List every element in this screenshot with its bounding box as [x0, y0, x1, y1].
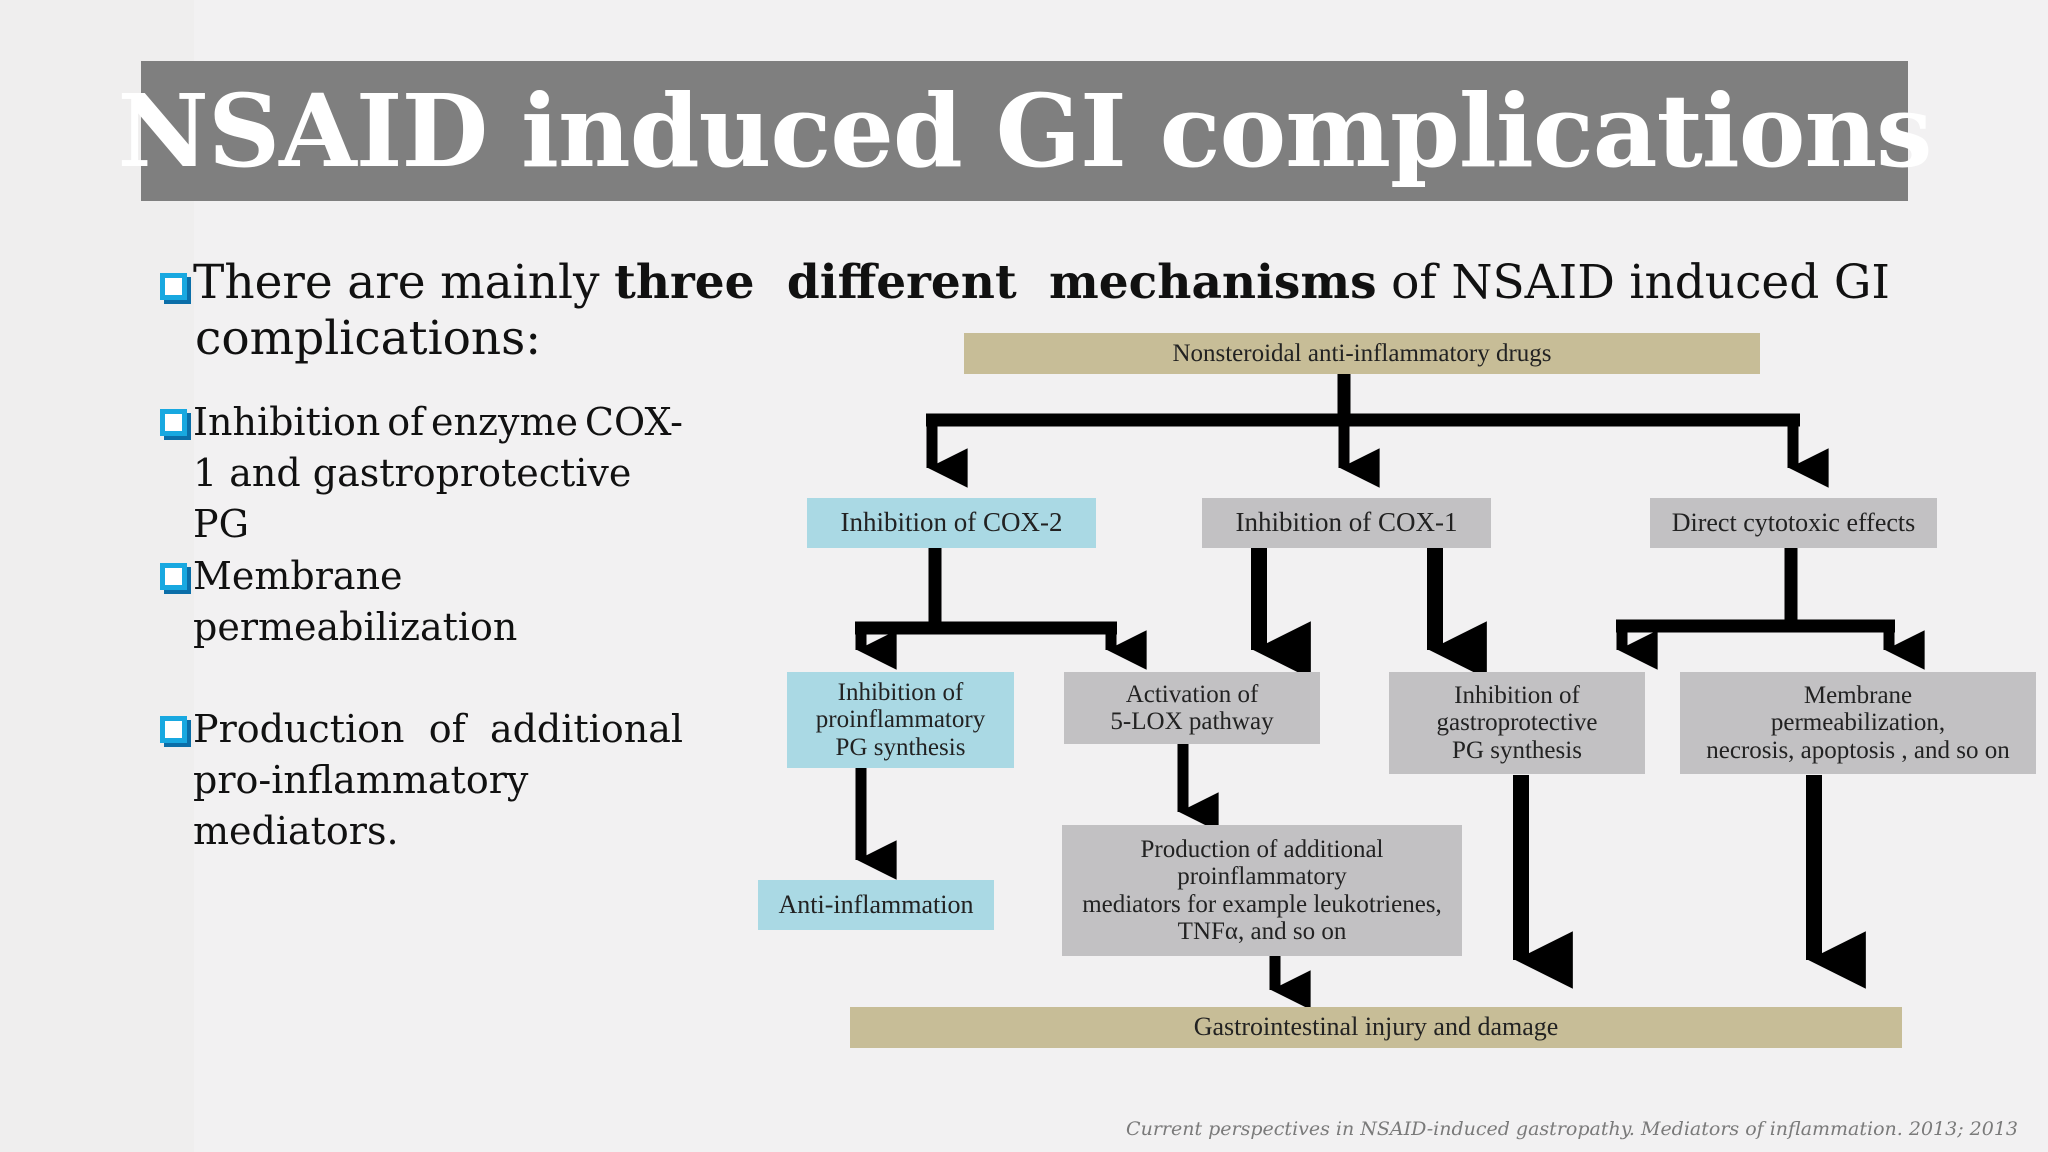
box-proinflam-pg: Inhibition of proinflammatory PG synthes…	[787, 672, 1014, 768]
box-label-line: Production of additional	[1140, 835, 1384, 863]
box-label-line: mediators for example leukotrienes,	[1082, 890, 1442, 918]
box-cox2: Inhibition of COX-2	[807, 498, 1096, 548]
bullet-line-words: Production of additional	[193, 704, 683, 755]
box-label: Inhibition of COX-2	[840, 507, 1063, 538]
bullet-item-production: Production of additional pro-inflammator…	[160, 704, 683, 857]
checkbox-bullet-icon	[160, 563, 187, 590]
box-label-line: PG synthesis	[1452, 736, 1582, 764]
box-label-line: permeabilization,	[1770, 709, 1946, 737]
intro-emphasis: three different mechanisms	[614, 255, 1377, 310]
intro-word: There	[193, 255, 333, 310]
box-production: Production of additional proinflammatory…	[1062, 825, 1462, 956]
box-label-line: Inhibition of	[1454, 681, 1580, 709]
checkbox-bullet-icon	[160, 716, 187, 743]
box-label-line: gastroprotective	[1436, 709, 1598, 737]
intro-word: GI	[1833, 255, 1890, 310]
box-gastro-pg: Inhibition of gastroprotective PG synthe…	[1389, 672, 1645, 774]
box-label-line: TNFα, and so on	[1177, 918, 1347, 945]
box-label-line: Inhibition of	[837, 678, 964, 706]
intro-line-2: complications:	[195, 311, 542, 366]
bullet-item-cox1: Inhibition of enzyme COX- 1 and gastropr…	[160, 397, 683, 550]
box-label-line: proinflammatory	[1177, 863, 1347, 890]
intro-paragraph: There are mainly three different mechani…	[160, 255, 1890, 367]
box-label: Inhibition of COX-1	[1235, 507, 1458, 538]
intro-word: induced	[1629, 255, 1820, 310]
citation: Current perspectives in NSAID-induced ga…	[1126, 1118, 2018, 1140]
box-cytotoxic: Direct cytotoxic effects	[1650, 498, 1937, 548]
bullet-line-words: Inhibition of enzyme COX-	[193, 397, 683, 448]
title-bar: NSAID induced GI complications	[118, 61, 1932, 201]
box-cox1: Inhibition of COX-1	[1202, 498, 1491, 548]
bullet-continuation: mediators.	[193, 809, 399, 853]
box-label-line: 5-LOX pathway	[1110, 708, 1274, 735]
bullet-word: enzyme	[431, 400, 579, 444]
intro-first: There	[160, 255, 333, 311]
box-anti-inflammation: Anti-inflammation	[758, 880, 994, 930]
bullet-word: Inhibition	[193, 400, 381, 444]
bullet-continuation: 1 and gastroprotective PG	[193, 451, 632, 546]
bullet-continuation: permeabilization	[193, 605, 518, 649]
box-label-line: PG synthesis	[835, 733, 966, 761]
box-label-line: Membrane	[1803, 681, 1913, 709]
box-label: Nonsteroidal anti-inflammatory drugs	[1172, 339, 1552, 367]
box-label: Gastrointestinal injury and damage	[1193, 1012, 1559, 1042]
bullet-line: Membrane	[160, 551, 683, 602]
box-label-line: proinflammatory	[815, 706, 986, 734]
intro-line-1: There are mainly three different mechani…	[160, 255, 1890, 311]
box-label: Anti-inflammation	[778, 889, 974, 919]
bullet-word: of	[428, 707, 466, 751]
intro-word: are	[347, 255, 426, 310]
box-label: Direct cytotoxic effects	[1671, 507, 1916, 537]
bullet-item-membrane: Membrane permeabilization	[160, 551, 683, 653]
box-nsaids: Nonsteroidal anti-inflammatory drugs	[964, 333, 1760, 374]
checkbox-bullet-icon	[160, 272, 187, 300]
box-membrane: Membrane permeabilization, necrosis, apo…	[1680, 672, 2036, 774]
bullet-word: Membrane	[193, 554, 403, 598]
box-label-line: necrosis, apoptosis , and so on	[1706, 736, 2010, 764]
box-lox: Activation of 5-LOX pathway	[1064, 672, 1320, 744]
bullet-line: Inhibition of enzyme COX-	[160, 397, 683, 448]
bullet-word: COX-	[584, 400, 683, 444]
checkbox-bullet-icon	[160, 409, 187, 436]
bullet-word: additional	[489, 707, 683, 751]
bullet-word: Production	[193, 707, 405, 751]
bullet-word: of	[387, 400, 425, 444]
slide-title: NSAID induced GI complications	[117, 72, 1933, 190]
box-gi-injury: Gastrointestinal injury and damage	[850, 1007, 1902, 1048]
bullet-line: Production of additional	[160, 704, 683, 755]
intro-word: of	[1391, 255, 1437, 310]
intro-word: NSAID	[1451, 255, 1615, 310]
box-label-line: Activation of	[1125, 680, 1259, 708]
bullet-continuation: pro-inflammatory	[193, 758, 529, 802]
intro-word: mainly	[440, 255, 600, 310]
